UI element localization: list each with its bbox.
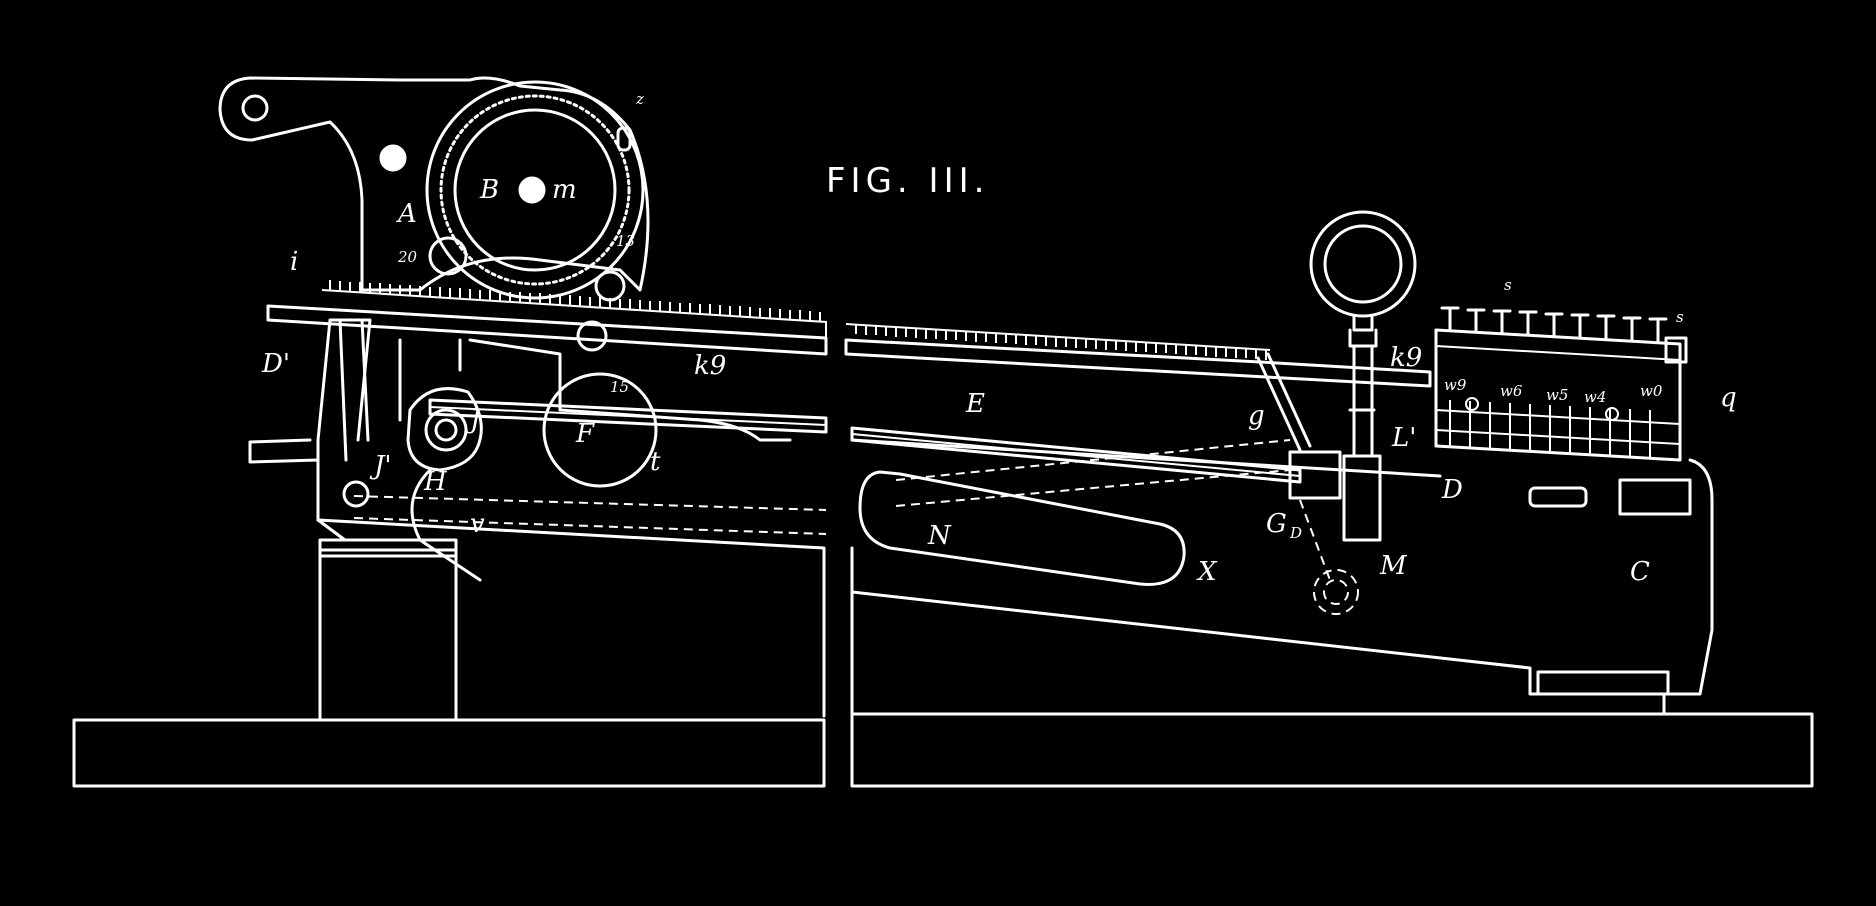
- label-w9: w9: [1444, 376, 1467, 394]
- label-A: A: [396, 199, 417, 229]
- label-N: N: [927, 521, 952, 551]
- support-pillar: [318, 538, 458, 722]
- label-q: q: [1720, 383, 1737, 413]
- label-i: i: [290, 247, 298, 277]
- base-slab-right: [850, 712, 1814, 788]
- frame-body-left: [316, 438, 826, 718]
- label-t: t: [650, 447, 661, 477]
- label-20: 20: [397, 248, 418, 266]
- label-E: E: [965, 389, 985, 419]
- label-k9-right: k9: [1390, 343, 1422, 373]
- lower-left-mechanism: [248, 318, 792, 582]
- label-w5: w5: [1546, 386, 1568, 404]
- label-z: z: [635, 90, 644, 108]
- reference-labels: A B m z 20 13 i D' k9 15 F t J J' H v E …: [261, 90, 1737, 587]
- base-slab-left: [72, 718, 826, 788]
- label-D: D: [1441, 475, 1463, 505]
- lever-g: [1256, 352, 1312, 452]
- label-H: H: [423, 467, 448, 497]
- label-M: M: [1379, 551, 1408, 581]
- label-s-right: s: [1676, 308, 1684, 326]
- label-X: X: [1196, 557, 1218, 587]
- slot-X: [858, 470, 1186, 586]
- label-B: B: [479, 175, 499, 205]
- key-bank: [1434, 306, 1692, 516]
- label-m: m: [552, 175, 577, 205]
- label-C: C: [1630, 557, 1650, 587]
- label-F: F: [575, 419, 595, 449]
- label-15: 15: [610, 378, 629, 396]
- label-k9-left: k9: [694, 351, 726, 381]
- label-w6: w6: [1500, 382, 1523, 400]
- frame-body-right: [850, 438, 1714, 716]
- label-w0: w0: [1640, 382, 1663, 400]
- label-D-prime: D': [261, 349, 290, 379]
- rack-bar: [266, 280, 1432, 388]
- label-g: g: [1248, 401, 1265, 431]
- label-D-small: D: [1289, 524, 1302, 542]
- pinion-and-rollers: [428, 126, 632, 352]
- hidden-linkage: [353, 439, 1359, 615]
- label-13: 13: [616, 232, 635, 250]
- label-G: G: [1266, 509, 1287, 539]
- block-G: [1288, 450, 1342, 500]
- ring-handle-M: [1309, 210, 1417, 542]
- label-J-prime: J': [369, 451, 392, 481]
- label-s-top: s: [1504, 276, 1512, 294]
- top-arm-bracket: [218, 76, 650, 292]
- label-J: J: [465, 405, 482, 435]
- label-w4: w4: [1584, 388, 1606, 406]
- label-L-prime: L': [1391, 423, 1416, 453]
- dial-wheel-B: [425, 80, 645, 300]
- figure-title: FIG. III.: [826, 161, 989, 201]
- label-v: v: [470, 509, 485, 539]
